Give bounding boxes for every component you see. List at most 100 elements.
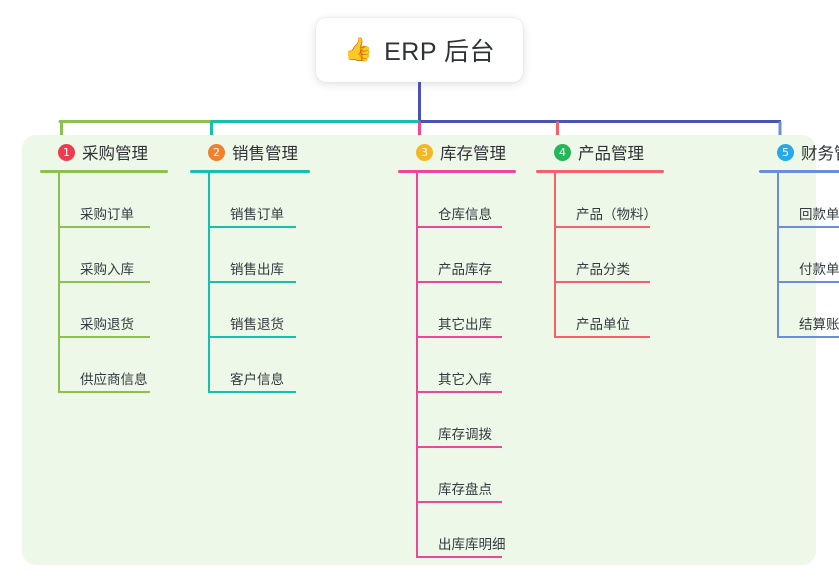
branch-item-rule: [416, 281, 502, 283]
branch-label: 销售管理: [232, 145, 298, 163]
branch-item[interactable]: 付款单: [777, 228, 839, 283]
branch-item[interactable]: 销售出库: [208, 228, 310, 283]
branch-header-rule: [536, 170, 664, 173]
diagram-panel: [22, 135, 816, 565]
branch-item[interactable]: 其它出库: [416, 283, 516, 338]
branch-item[interactable]: 销售订单: [208, 173, 310, 228]
branch-item-label: 其它出库: [438, 317, 492, 332]
branch-item-rule: [416, 501, 502, 503]
branch-item-label: 出库库明细: [438, 537, 506, 552]
branch-column[interactable]: 5 财务管理回款单付款单结算账户: [759, 135, 839, 338]
branch-item[interactable]: 出库库明细: [416, 503, 516, 558]
branch-item-rule: [416, 391, 502, 393]
branch-item-rule: [777, 336, 839, 338]
branch-item-label: 付款单: [799, 262, 839, 277]
branch-header-rule: [398, 170, 516, 173]
branch-item-rule: [416, 336, 502, 338]
branch-item[interactable]: 回款单: [777, 173, 839, 228]
branch-item-rule: [58, 226, 150, 228]
branch-item-label: 结算账户: [799, 317, 839, 332]
branch-item-label: 销售订单: [230, 207, 284, 222]
branch-item-label: 回款单: [799, 207, 839, 222]
branch-number-badge: 3: [416, 143, 433, 161]
branch-item[interactable]: 仓库信息: [416, 173, 516, 228]
branch-item-label: 库存盘点: [438, 482, 492, 497]
branch-item-label: 采购入库: [80, 262, 134, 277]
branch-header[interactable]: 2 销售管理: [190, 135, 310, 169]
branch-item-label: 销售出库: [230, 262, 284, 277]
branch-item-rule: [777, 226, 839, 228]
branch-item[interactable]: 库存盘点: [416, 448, 516, 503]
branch-item-rule: [554, 281, 650, 283]
branch-item-rule: [554, 336, 650, 338]
branch-item[interactable]: 产品分类: [554, 228, 664, 283]
branch-number-badge: 2: [208, 143, 225, 161]
branch-item-rule: [58, 281, 150, 283]
branch-item[interactable]: 客户信息: [208, 338, 310, 393]
branch-item[interactable]: 采购入库: [58, 228, 168, 283]
branch-item[interactable]: 库存调拨: [416, 393, 516, 448]
branch-item-label: 产品库存: [438, 262, 492, 277]
branch-header-rule: [759, 170, 839, 173]
branch-header[interactable]: 5 财务管理: [759, 135, 839, 169]
branch-item-rule: [554, 226, 650, 228]
branch-item-label: 销售退货: [230, 317, 284, 332]
branch-spine: [416, 173, 418, 558]
branch-label: 产品管理: [578, 145, 644, 163]
branch-item-label: 采购订单: [80, 207, 134, 222]
branch-item-list: 回款单付款单结算账户: [777, 173, 839, 338]
branch-item-label: 产品分类: [576, 262, 630, 277]
branch-item-list: 采购订单采购入库采购退货供应商信息: [58, 173, 168, 393]
branch-label: 财务管理: [801, 145, 839, 163]
branch-item-rule: [416, 446, 502, 448]
branch-item-rule: [777, 281, 839, 283]
thumbs-up-icon: 👍: [343, 35, 374, 62]
branch-item-rule: [416, 226, 502, 228]
branch-item-rule: [58, 391, 150, 393]
branch-item-label: 库存调拨: [438, 427, 492, 442]
branch-header[interactable]: 4 产品管理: [536, 135, 664, 169]
branch-column[interactable]: 2 销售管理销售订单销售出库销售退货客户信息: [190, 135, 310, 393]
root-title: 👍 ERP 后台: [344, 32, 495, 68]
branch-item[interactable]: 销售退货: [208, 283, 310, 338]
branch-item-list: 销售订单销售出库销售退货客户信息: [208, 173, 310, 393]
branch-item[interactable]: 其它入库: [416, 338, 516, 393]
branch-item-rule: [208, 281, 296, 283]
branch-column[interactable]: 4 产品管理产品（物料） 产品分类产品单位: [536, 135, 664, 338]
branch-item[interactable]: 产品库存: [416, 228, 516, 283]
branch-column[interactable]: 3 库存管理仓库信息产品库存其它出库其它入库库存调拨库存盘点出库库明细: [398, 135, 516, 558]
branch-item-list: 仓库信息产品库存其它出库其它入库库存调拨库存盘点出库库明细: [416, 173, 516, 558]
branch-item-label: 供应商信息: [80, 372, 148, 387]
branch-item-rule: [208, 226, 296, 228]
branch-item[interactable]: 采购订单: [58, 173, 168, 228]
branch-item[interactable]: 供应商信息: [58, 338, 168, 393]
branch-item-label: 产品（物料）: [576, 207, 657, 222]
root-title-label: ERP 后台: [384, 38, 496, 66]
branch-item-label: 仓库信息: [438, 207, 492, 222]
branch-item-rule: [208, 391, 296, 393]
branch-item[interactable]: 产品（物料）: [554, 173, 664, 228]
branch-item-list: 产品（物料） 产品分类产品单位: [554, 173, 664, 338]
branch-header[interactable]: 3 库存管理: [398, 135, 516, 169]
branch-spine: [777, 173, 779, 338]
branch-header-rule: [190, 170, 310, 173]
branch-number-badge: 5: [777, 143, 794, 161]
branch-label: 采购管理: [82, 145, 148, 163]
branch-header-rule: [40, 170, 168, 173]
branch-item[interactable]: 产品单位: [554, 283, 664, 338]
branch-number-badge: 4: [554, 143, 571, 161]
branch-label: 库存管理: [440, 145, 506, 163]
root-node-card[interactable]: 👍 ERP 后台: [316, 18, 523, 82]
branch-item-label: 采购退货: [80, 317, 134, 332]
branch-spine: [554, 173, 556, 338]
branch-item-rule: [58, 336, 150, 338]
branch-item[interactable]: 采购退货: [58, 283, 168, 338]
branch-item-label: 其它入库: [438, 372, 492, 387]
branch-item[interactable]: 结算账户: [777, 283, 839, 338]
branch-spine: [208, 173, 210, 393]
branch-item-label: 客户信息: [230, 372, 284, 387]
